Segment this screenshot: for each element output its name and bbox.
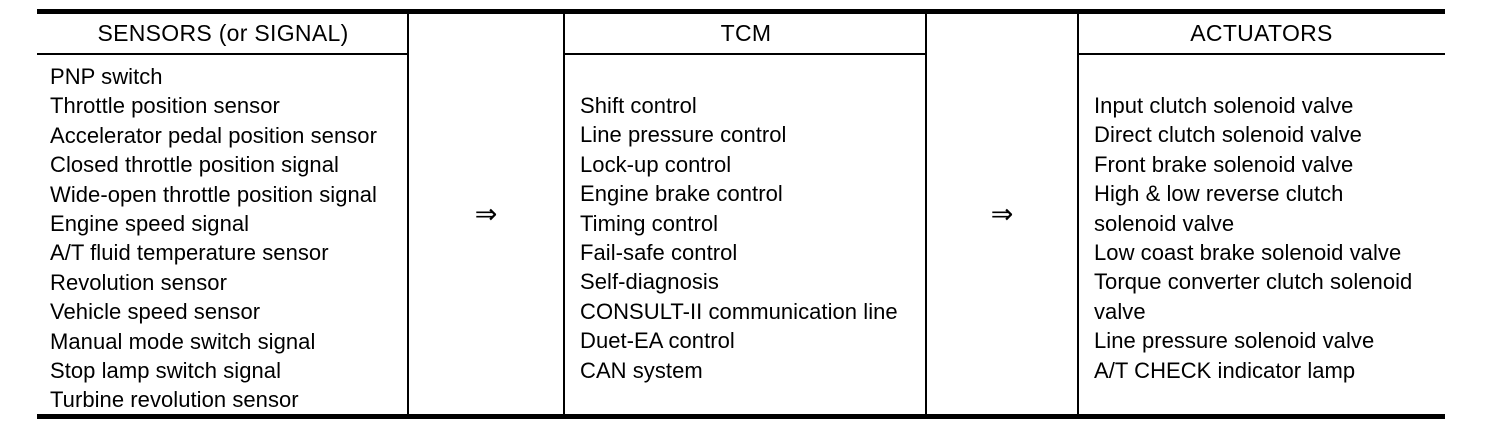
sensors-column-header: SENSORS (or SIGNAL) xyxy=(97,20,349,46)
list-item: CONSULT-II communication line xyxy=(580,298,898,324)
list-item: PNP switch xyxy=(50,64,163,89)
tcm-to-actuators-arrow: ⇒ xyxy=(990,199,1014,230)
list-item: Manual mode switch signal xyxy=(50,328,316,354)
list-item: A/T CHECK indicator lamp xyxy=(1094,357,1356,383)
list-item: Wide-open throttle position signal xyxy=(50,181,377,207)
list-item: Throttle position sensor xyxy=(50,93,280,119)
list-item: Duet-EA control xyxy=(580,328,735,354)
table-bottom-rule xyxy=(37,414,1445,419)
list-item: Accelerator pedal position sensor xyxy=(50,122,377,148)
list-item: High & low reverse clutch solenoid valve xyxy=(1094,181,1344,236)
list-item: Low coast brake solenoid valve xyxy=(1094,240,1402,266)
list-item: Revolution sensor xyxy=(50,269,227,295)
list-item: Direct clutch solenoid valve xyxy=(1094,122,1362,148)
list-item: Turbine revolution sensor xyxy=(50,387,299,413)
list-item: Vehicle speed sensor xyxy=(50,299,261,325)
list-item: Engine brake control xyxy=(580,181,783,207)
table-top-rule xyxy=(37,9,1445,14)
tcm-column-header: TCM xyxy=(720,20,772,46)
actuators-header-rule xyxy=(1078,53,1445,55)
list-item: Torque converter clutch solenoid valve xyxy=(1094,269,1413,324)
sensors-header-rule xyxy=(37,53,409,55)
list-item: A/T fluid temperature sensor xyxy=(50,240,329,266)
list-item: Lock-up control xyxy=(580,151,732,177)
list-item: Front brake solenoid valve xyxy=(1094,151,1354,177)
list-item: Line pressure control xyxy=(580,122,787,148)
sensors-to-tcm-arrow: ⇒ xyxy=(474,199,498,230)
column-divider-tcm-right xyxy=(925,11,927,416)
list-item: Fail-safe control xyxy=(580,240,738,266)
list-item: Input clutch solenoid valve xyxy=(1094,93,1354,118)
list-item: Stop lamp switch signal xyxy=(50,358,282,384)
list-item: Shift control xyxy=(580,93,697,118)
column-divider-actuators-left xyxy=(1077,11,1079,416)
list-item: CAN system xyxy=(580,357,703,383)
list-item: Self-diagnosis xyxy=(580,269,719,295)
list-item: Line pressure solenoid valve xyxy=(1094,328,1375,354)
column-divider-sensors-right xyxy=(407,11,409,416)
list-item: Timing control xyxy=(580,210,719,236)
tcm-header-rule xyxy=(565,53,927,55)
list-item: Engine speed signal xyxy=(50,211,250,237)
list-item: Closed throttle position signal xyxy=(50,152,339,178)
actuators-column-header: ACTUATORS xyxy=(1190,20,1333,46)
column-divider-tcm-left xyxy=(563,11,565,416)
